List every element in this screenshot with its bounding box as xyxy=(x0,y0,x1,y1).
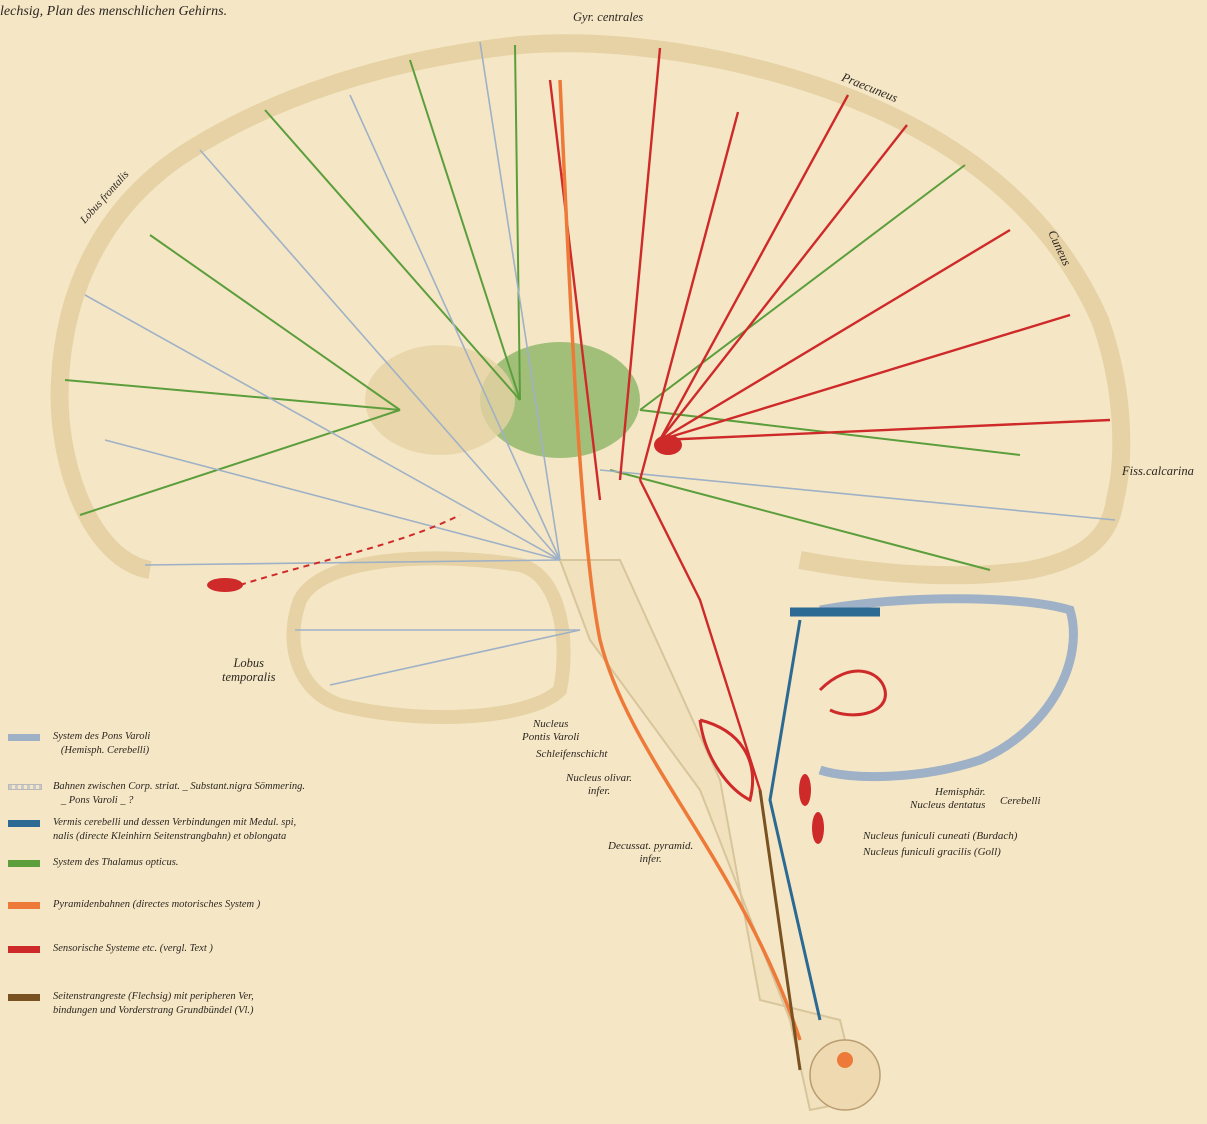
label-lobus-temporalis: Lobus temporalis xyxy=(222,656,275,685)
cerebral-cortex-outline xyxy=(60,43,1122,575)
legend-swatch-sensory xyxy=(8,946,40,953)
label-nucleus-gracilis: Nucleus funiculi gracilis (Goll) xyxy=(863,846,1001,859)
cerebellum-outline xyxy=(820,599,1073,777)
legend-text-thalamus: System des Thalamus opticus. xyxy=(53,856,178,870)
vermis-tract xyxy=(770,620,820,1020)
nucleus-cuneati xyxy=(799,774,811,806)
nucleus-olfactory xyxy=(207,578,243,592)
corpus-striatum xyxy=(365,345,515,455)
legend-text-lateral: Seitenstrangreste (Flechsig) mit periphe… xyxy=(53,990,254,1017)
corpus-geniculatum xyxy=(654,435,682,455)
temporal-lobe-outline xyxy=(293,558,563,717)
legend-swatch-pons xyxy=(8,734,40,741)
label-cerebelli: Cerebelli xyxy=(1000,795,1041,808)
legend-swatch-pyramid xyxy=(8,902,40,909)
legend-text-striatum: Bahnen zwischen Corp. striat. _ Substant… xyxy=(53,780,305,807)
legend-swatch-striatum xyxy=(8,784,42,790)
legend-swatch-vermis xyxy=(8,820,40,827)
legend-swatch-thalamus xyxy=(8,860,40,867)
label-fiss-calcarina: Fiss.calcarina xyxy=(1122,464,1194,478)
label-nucleus-pontis: Nucleus Pontis Varoli xyxy=(522,718,579,743)
spinal-grey-matter xyxy=(837,1052,853,1068)
legend-swatch-lateral xyxy=(8,994,40,1001)
legend-text-sensory: Sensorische Systeme etc. (vergl. Text ) xyxy=(53,942,213,956)
legend-text-pyramid: Pyramidenbahnen (directes motorisches Sy… xyxy=(53,898,260,912)
label-hemisphaer-dentatus: Hemisphär. Nucleus dentatus xyxy=(910,786,985,811)
thalamus-fibres xyxy=(65,45,1020,570)
label-gyr-centrales: Gyr. centrales xyxy=(573,10,643,24)
label-decussat-pyramid: Decussat. pyramid. infer. xyxy=(608,840,693,865)
label-nucleus-cuneati: Nucleus funiculi cuneati (Burdach) xyxy=(863,830,1017,843)
lateral-tract xyxy=(760,790,800,1070)
legend-text-vermis: Vermis cerebelli und dessen Verbindungen… xyxy=(53,816,296,843)
spinal-cord-section xyxy=(810,1040,880,1110)
dentate-nucleus xyxy=(820,671,885,715)
nucleus-gracilis xyxy=(812,812,824,844)
legend-text-pons: System des Pons Varoli (Hemisph. Cerebel… xyxy=(53,730,150,757)
label-nucleus-olivar: Nucleus olivar. infer. xyxy=(566,772,632,797)
label-schleifenschicht: Schleifenschicht xyxy=(536,748,607,761)
plate-caption: lechsig, Plan des menschlichen Gehirns. xyxy=(0,4,227,20)
